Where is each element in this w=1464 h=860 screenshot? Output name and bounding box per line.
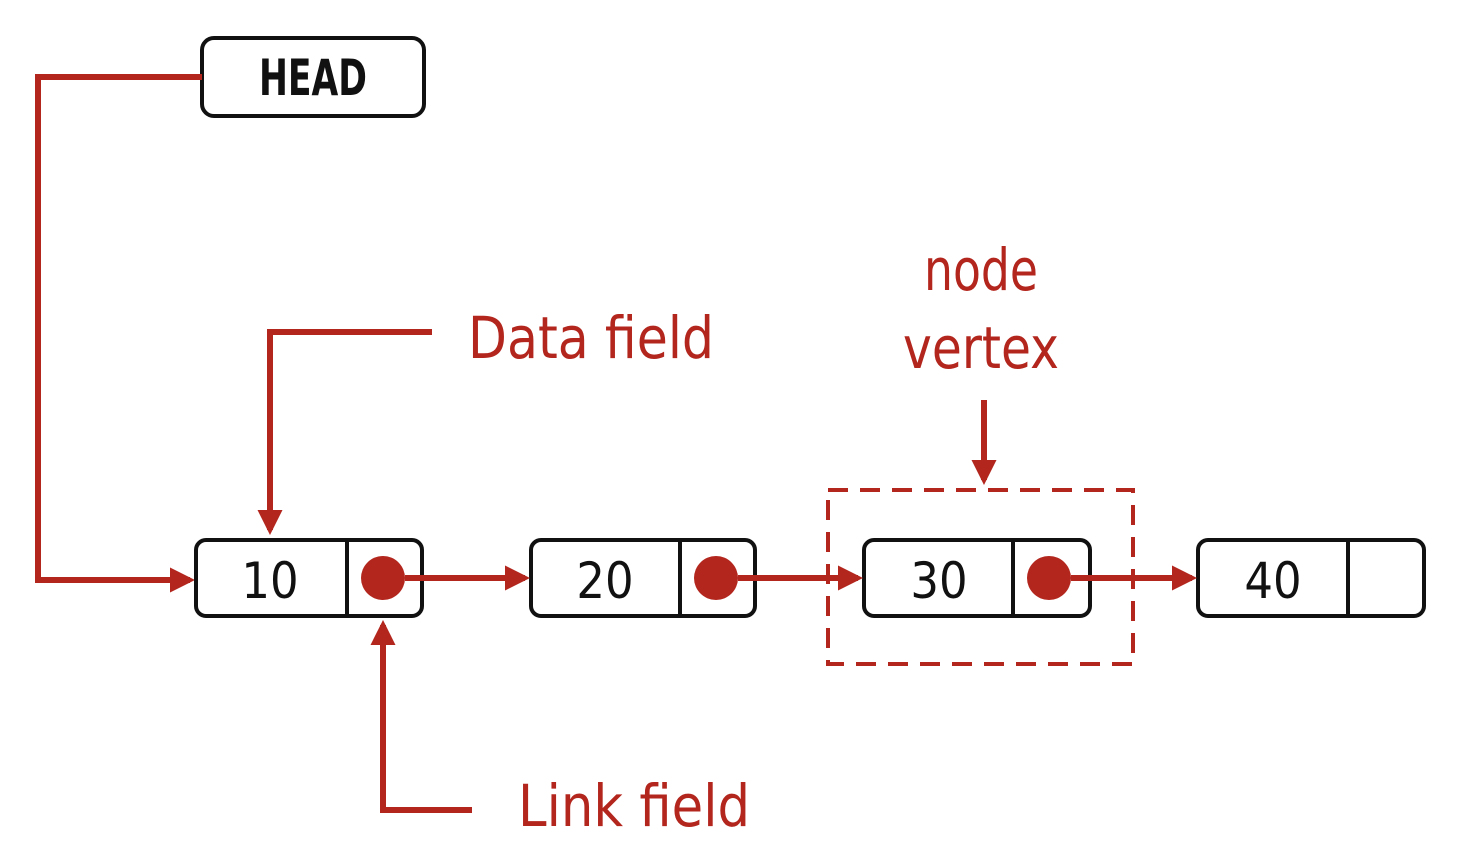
node-label: node bbox=[924, 236, 1038, 304]
node-value: 30 bbox=[910, 552, 967, 610]
node-value: 20 bbox=[576, 552, 633, 610]
data-field-pointer-arrow bbox=[257, 329, 432, 536]
head-pointer: HEAD bbox=[200, 36, 426, 118]
node-value: 10 bbox=[241, 552, 298, 610]
node-30: 30 bbox=[862, 538, 1092, 618]
node-value: 40 bbox=[1244, 552, 1301, 610]
data-field-label: Data field bbox=[468, 304, 714, 372]
link-pointer-dot bbox=[361, 556, 405, 600]
vertex-label: vertex bbox=[903, 314, 1059, 382]
link-field-label: Link field bbox=[518, 772, 750, 840]
node-20: 20 bbox=[529, 538, 757, 618]
node-40: 40 bbox=[1196, 538, 1426, 618]
head-label: HEAD bbox=[259, 49, 367, 107]
link-pointer-dot bbox=[1027, 556, 1071, 600]
head-connector-arrow bbox=[35, 74, 202, 593]
link-field-pointer-arrow bbox=[370, 619, 472, 813]
node-10: 10 bbox=[194, 538, 424, 618]
link-pointer-dot bbox=[694, 556, 738, 600]
node-highlight-box bbox=[826, 488, 1135, 666]
